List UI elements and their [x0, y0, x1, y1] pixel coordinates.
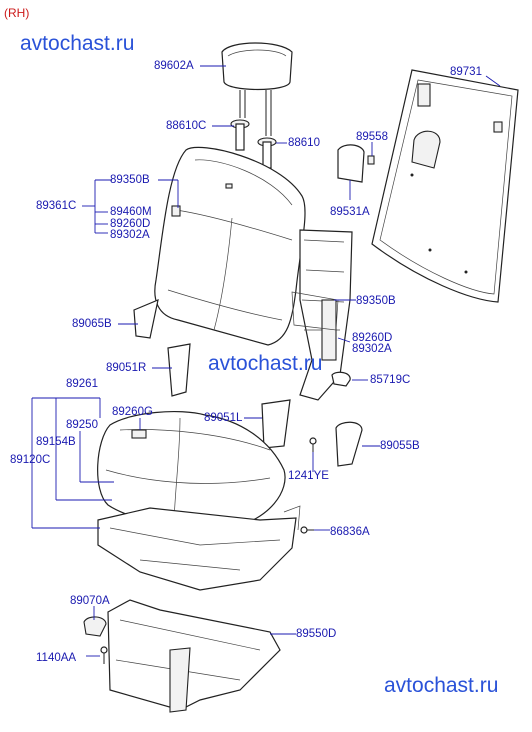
headrest-guides	[230, 119, 277, 169]
part-label: 89250	[66, 419, 98, 431]
part-label: 89055B	[380, 440, 420, 452]
seat-cushion	[97, 411, 286, 531]
part-label: 1140AA	[36, 652, 77, 664]
seat-back-frame	[291, 229, 353, 401]
part-label: 89065B	[72, 318, 112, 330]
part-label: 89350B	[356, 295, 396, 307]
part-label: 89260D	[110, 218, 151, 230]
seat-back	[154, 146, 306, 346]
part-label: 89350B	[110, 174, 150, 186]
part-label: 89302A	[110, 229, 150, 241]
part-label: 89602A	[154, 60, 194, 72]
part-label: 89120C	[10, 454, 51, 466]
part-label: 88610	[288, 137, 320, 149]
part-label: 1241YE	[288, 470, 329, 482]
small-parts	[133, 299, 363, 534]
part-label: 85719C	[370, 374, 411, 386]
part-label: 88610C	[166, 120, 207, 132]
seat-rails	[83, 599, 281, 713]
side-bracket	[337, 144, 375, 183]
headrest	[221, 42, 293, 136]
watermark: avtochast.ru	[20, 32, 135, 55]
rear-board	[371, 69, 519, 303]
part-label: 89154B	[36, 436, 76, 448]
part-label: 89550D	[296, 628, 337, 640]
part-label: 89460M	[110, 206, 152, 218]
variant-label: (RH)	[4, 6, 30, 20]
part-label: 89558	[356, 131, 388, 143]
seat-frame	[97, 505, 301, 591]
part-label: 86836A	[330, 526, 370, 538]
watermark: avtochast.ru	[208, 352, 323, 375]
part-label: 89260G	[112, 406, 153, 418]
part-label: 89051R	[106, 362, 147, 374]
part-label: 89260D	[352, 332, 393, 344]
part-label: 89731	[450, 66, 482, 78]
watermark: avtochast.ru	[384, 674, 499, 697]
part-label: 89070A	[70, 595, 110, 607]
part-label: 89051L	[204, 412, 243, 424]
part-label: 89531A	[330, 206, 370, 218]
part-label: 89302A	[352, 343, 392, 355]
part-label: 89261	[66, 378, 98, 390]
part-label: 89361C	[36, 200, 77, 212]
leader-lines	[31, 65, 501, 657]
